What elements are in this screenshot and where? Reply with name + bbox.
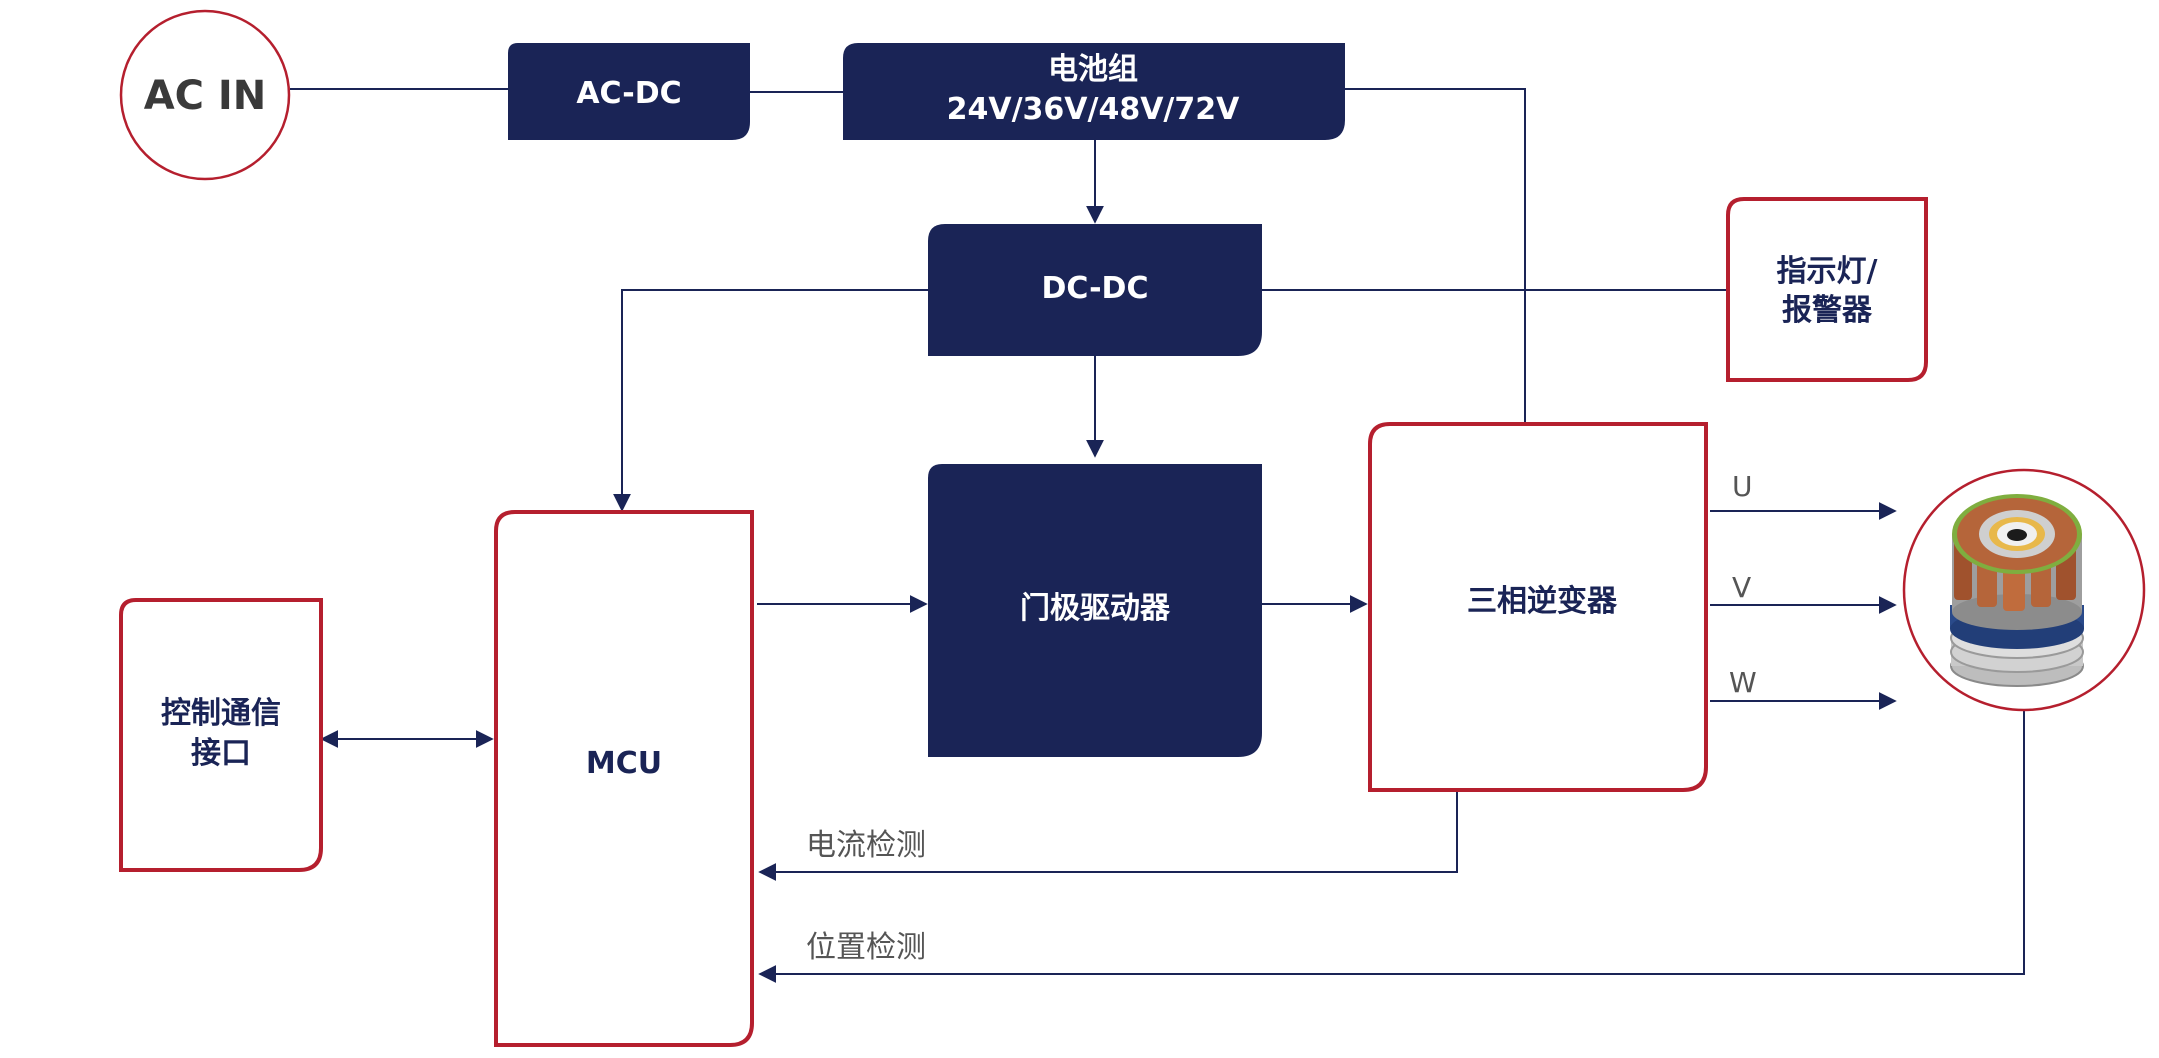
comm-label-line2: 接口 — [191, 736, 251, 771]
wire-battery-inverter — [1345, 88, 1526, 422]
connectors — [290, 88, 2025, 983]
ac-in-label: AC IN — [144, 73, 267, 119]
comm-label-line1: 控制通信 — [161, 696, 281, 731]
ac-in-node: AC IN — [119, 9, 291, 181]
mcu-label: MCU — [586, 746, 662, 781]
ac-dc-label: AC-DC — [576, 76, 681, 111]
inverter-label: 三相逆变器 — [1467, 584, 1618, 619]
motor-node — [1902, 468, 2146, 712]
phase-v-label: V — [1732, 571, 1751, 604]
bldc-motor-stator-icon — [1950, 494, 2084, 687]
indicator-label-line2: 报警器 — [1782, 293, 1873, 328]
battery-label-line1: 电池组 — [1048, 52, 1138, 87]
comm-interface-block: 控制通信 接口 — [119, 598, 323, 872]
dc-dc-block: DC-DC — [928, 224, 1262, 356]
gate-driver-block: 门极驱动器 — [928, 464, 1262, 757]
indicator-label-line1: 指示灯/ — [1777, 254, 1878, 289]
gate-driver-label: 门极驱动器 — [1020, 591, 1171, 626]
battery-pack-block: 电池组 24V/36V/48V/72V — [843, 43, 1345, 140]
phase-w-label: W — [1729, 666, 1757, 699]
mcu-block: MCU — [494, 510, 754, 1047]
indicator-alarm-block: 指示灯/ 报警器 — [1726, 197, 1928, 382]
dc-dc-label: DC-DC — [1042, 271, 1149, 306]
current-sense-label: 电流检测 — [806, 828, 926, 863]
arrow-dcdc-mcu — [613, 289, 928, 512]
battery-label-line2: 24V/36V/48V/72V — [947, 92, 1241, 127]
inverter-block: 三相逆变器 — [1368, 422, 1708, 792]
arrow-position-sense — [758, 710, 2025, 983]
arrow-current-sense — [758, 790, 1458, 881]
ac-dc-block: AC-DC — [508, 43, 750, 140]
phase-u-label: U — [1732, 470, 1753, 503]
position-sense-label: 位置检测 — [806, 930, 926, 965]
